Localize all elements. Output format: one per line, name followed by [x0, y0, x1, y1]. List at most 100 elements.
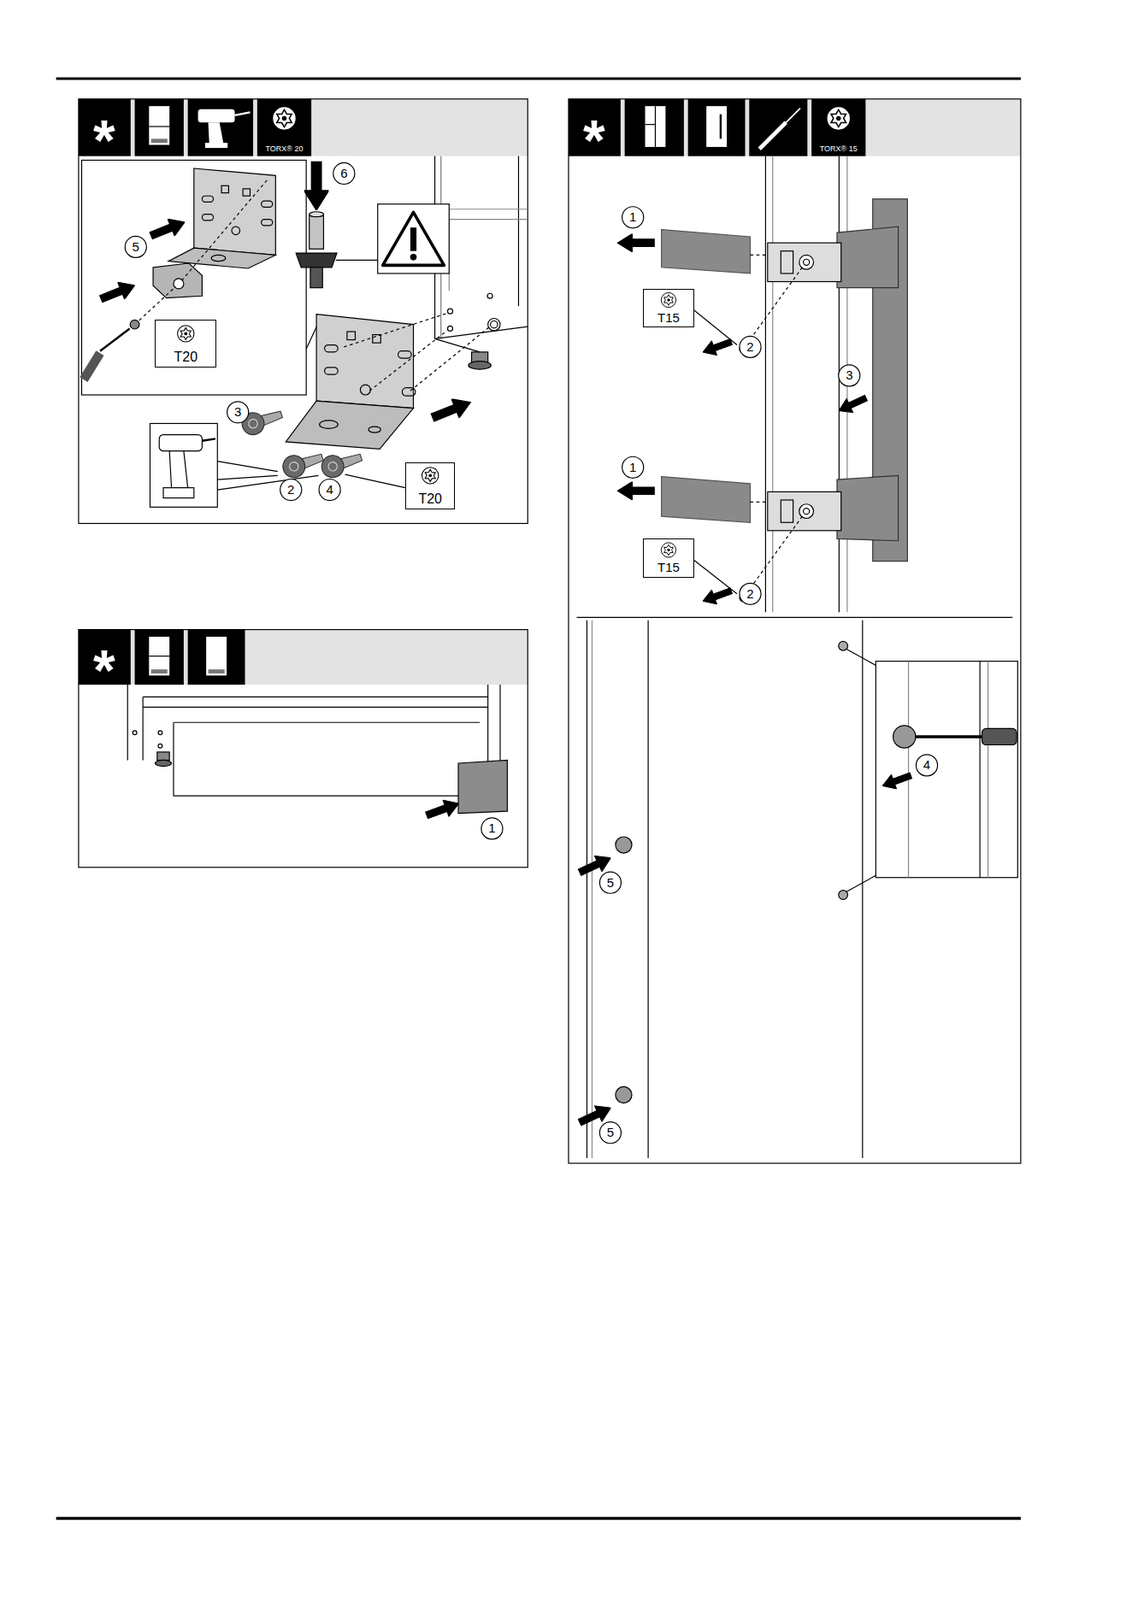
fridge-icon: [206, 636, 227, 676]
door-handle: [803, 508, 810, 515]
appliance-body: [490, 320, 498, 328]
panel-handle: [811, 99, 866, 157]
callout-number: 4: [317, 481, 343, 499]
warning-sign: [410, 227, 417, 251]
tool-size-box: T15: [642, 288, 695, 328]
drill-tool: [201, 438, 216, 441]
torx-badge: TORX® 20: [257, 99, 312, 157]
hinge-bracket: [319, 420, 338, 430]
door-handle: [700, 583, 735, 609]
panel-handle: [748, 99, 808, 157]
inset-hinge-detail: [153, 263, 202, 299]
door-edge-lower: [987, 661, 989, 879]
hinge-pin: [295, 161, 337, 289]
fridge-icon: [654, 106, 656, 148]
callout-number: 3: [836, 366, 862, 384]
inset-hinge-detail: [97, 277, 139, 308]
fridge-icon: [148, 106, 170, 145]
hinge-pin: [295, 253, 337, 268]
appliance-body: [488, 318, 501, 331]
callout-number: 2: [736, 338, 763, 356]
door-handle: [749, 501, 767, 503]
door-handle: [837, 475, 899, 541]
drill-tool: [217, 475, 319, 490]
panel-plinth: [78, 630, 528, 868]
appliance-body: [518, 156, 519, 307]
tool-label: T15: [657, 560, 680, 576]
door-edge-lower: [861, 620, 863, 1159]
panel-handle: [624, 99, 684, 157]
drill-tool: [217, 461, 278, 472]
fridge-icon: [645, 123, 656, 125]
door-edge: [765, 156, 767, 614]
appliance-body: [468, 361, 491, 371]
callout-number: 6: [330, 165, 357, 183]
hinge-bracket: [369, 330, 448, 391]
asterisk-mark: *: [78, 642, 130, 699]
hinge-bracket: [316, 314, 413, 409]
screwdriver-icon: [785, 108, 801, 124]
door-edge-lower: [979, 661, 981, 879]
fridge-icon: [148, 655, 170, 657]
torx-icon: [660, 542, 676, 558]
hinge-pin: [304, 161, 330, 211]
drill-icon: [205, 142, 228, 148]
appliance-base: [142, 696, 489, 698]
door-handle: [803, 259, 810, 266]
appliance-base: [154, 760, 171, 767]
callout-number: 3: [224, 403, 251, 421]
torx-icon: [660, 292, 676, 307]
illustration: [56, 78, 1021, 1520]
appliance-base: [127, 684, 508, 824]
door-handle: [780, 500, 793, 523]
hinge-bracket: [368, 426, 381, 433]
door-handle: [617, 482, 655, 501]
door-handle: [617, 233, 655, 252]
torx-badge: TORX® 15: [811, 99, 866, 157]
panel-handle: [568, 99, 1021, 1164]
door-handle: [749, 254, 767, 256]
fridge-icon: [148, 125, 170, 127]
hinge-bracket: [347, 331, 356, 341]
panel-hinge: [188, 99, 254, 157]
inset-hinge-detail: [261, 200, 273, 207]
inset-hinge-detail: [82, 159, 307, 396]
appliance-base: [142, 707, 489, 708]
inset-hinge-detail: [147, 213, 189, 245]
screws: [279, 447, 326, 481]
appliance-base: [158, 731, 163, 736]
appliance-body: [448, 208, 528, 210]
tool-label: T20: [418, 491, 443, 508]
tool-size-box: T20: [405, 462, 455, 510]
asterisk-mark: *: [568, 112, 620, 169]
inset-hinge-detail: [261, 219, 273, 226]
page-rule: [56, 78, 1021, 1520]
drill-tool: [163, 488, 195, 499]
hinge-bracket: [343, 313, 448, 348]
hinge-bracket: [401, 388, 416, 397]
inset-hinge-detail: [211, 254, 226, 261]
tool-label: TORX® 15: [819, 145, 858, 154]
appliance-base: [458, 760, 508, 814]
screwdriver-icon: [759, 122, 786, 149]
door-handle: [617, 199, 908, 609]
tool-label: TORX® 20: [265, 145, 303, 154]
hinge-bracket: [398, 351, 413, 359]
page-rule: [56, 1517, 1021, 1522]
door-handle: [799, 254, 814, 270]
torx-icon: [177, 325, 195, 342]
tool-label: T20: [173, 349, 198, 366]
warning-sign: [336, 204, 450, 274]
fridge-icon: [151, 138, 168, 143]
panel-hinge: [78, 99, 528, 525]
screws: [318, 447, 366, 481]
inset-hinge-detail: [83, 353, 101, 380]
tool-size-box: T20: [154, 319, 217, 368]
page-rule: [56, 76, 1021, 80]
fridge-icon: [706, 106, 727, 148]
door-edge: [838, 156, 840, 614]
drill-tool: [159, 435, 202, 452]
door-edge-lower: [846, 875, 877, 892]
panel-plinth: [78, 630, 528, 868]
drill-tool: [169, 451, 188, 489]
